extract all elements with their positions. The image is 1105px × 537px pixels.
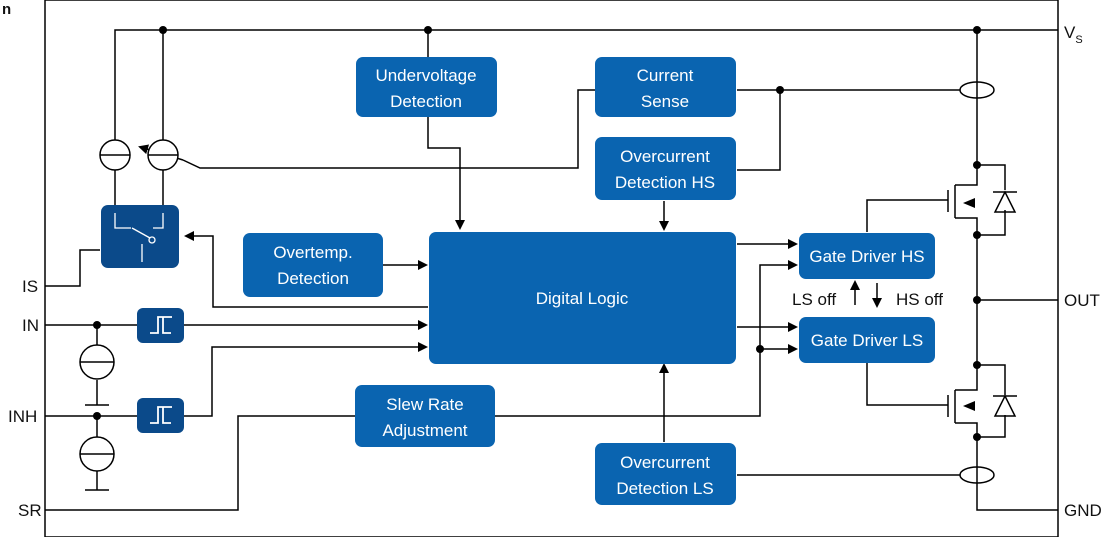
overcurrent-ls-line1: Overcurrent <box>620 453 710 472</box>
overcurrent-ls-block: Overcurrent Detection LS <box>595 443 736 505</box>
hs-off-label: HS off <box>896 290 943 309</box>
current-sense-line1: Current <box>637 66 694 85</box>
pin-sr-label: SR <box>18 501 42 520</box>
overtemp-line1: Overtemp. <box>273 243 352 262</box>
current-sense-block: Current Sense <box>595 57 736 117</box>
pin-vs-label: VS <box>1064 23 1083 46</box>
pin-in-label: IN <box>22 316 39 335</box>
pin-out-label: OUT <box>1064 291 1100 310</box>
hs-diode <box>993 190 1017 213</box>
current-source-2 <box>147 139 179 171</box>
ls-off-label: LS off <box>792 290 836 309</box>
current-sense-line2: Sense <box>641 92 689 111</box>
inh-schmitt-trigger <box>137 398 184 433</box>
current-source-1 <box>99 139 131 171</box>
overtemp-line2: Detection <box>277 269 349 288</box>
ls-fet-arrow <box>963 401 975 411</box>
gate-driver-ls-label: Gate Driver LS <box>811 331 923 350</box>
undervoltage-line1: Undervoltage <box>375 66 476 85</box>
pin-is-label: IS <box>22 277 38 296</box>
hs-fet-arrow <box>963 198 975 208</box>
junction-dots <box>93 26 981 441</box>
figure-label: n <box>2 1 11 18</box>
inh-pulldown-source <box>79 436 115 472</box>
overcurrent-hs-line2: Detection HS <box>615 173 715 192</box>
in-pulldown-source <box>79 344 115 380</box>
slew-rate-line1: Slew Rate <box>386 395 463 414</box>
overcurrent-hs-block: Overcurrent Detection HS <box>595 137 736 200</box>
pin-inh-label: INH <box>8 407 37 426</box>
overcurrent-hs-line1: Overcurrent <box>620 147 710 166</box>
hs-sense-coil <box>959 81 995 99</box>
sense-switch-block <box>101 205 179 268</box>
slew-rate-line2: Adjustment <box>382 421 467 440</box>
undervoltage-detection-block: Undervoltage Detection <box>356 57 497 117</box>
gate-driver-hs-block: Gate Driver HS <box>799 233 935 279</box>
ls-diode <box>993 394 1017 417</box>
slew-rate-block: Slew Rate Adjustment <box>355 385 495 447</box>
undervoltage-line2: Detection <box>390 92 462 111</box>
wiring <box>45 29 1058 511</box>
gate-driver-hs-label: Gate Driver HS <box>809 247 924 266</box>
digital-logic-label: Digital Logic <box>536 289 629 308</box>
ls-sense-coil <box>959 466 995 484</box>
pin-gnd-label: GND <box>1064 501 1102 520</box>
in-schmitt-trigger <box>137 308 184 343</box>
chip-outline <box>44 0 1059 537</box>
digital-logic-block: Digital Logic <box>429 232 736 364</box>
gate-driver-ls-block: Gate Driver LS <box>799 317 935 363</box>
overcurrent-ls-line2: Detection LS <box>616 479 713 498</box>
overtemp-detection-block: Overtemp. Detection <box>243 233 383 297</box>
